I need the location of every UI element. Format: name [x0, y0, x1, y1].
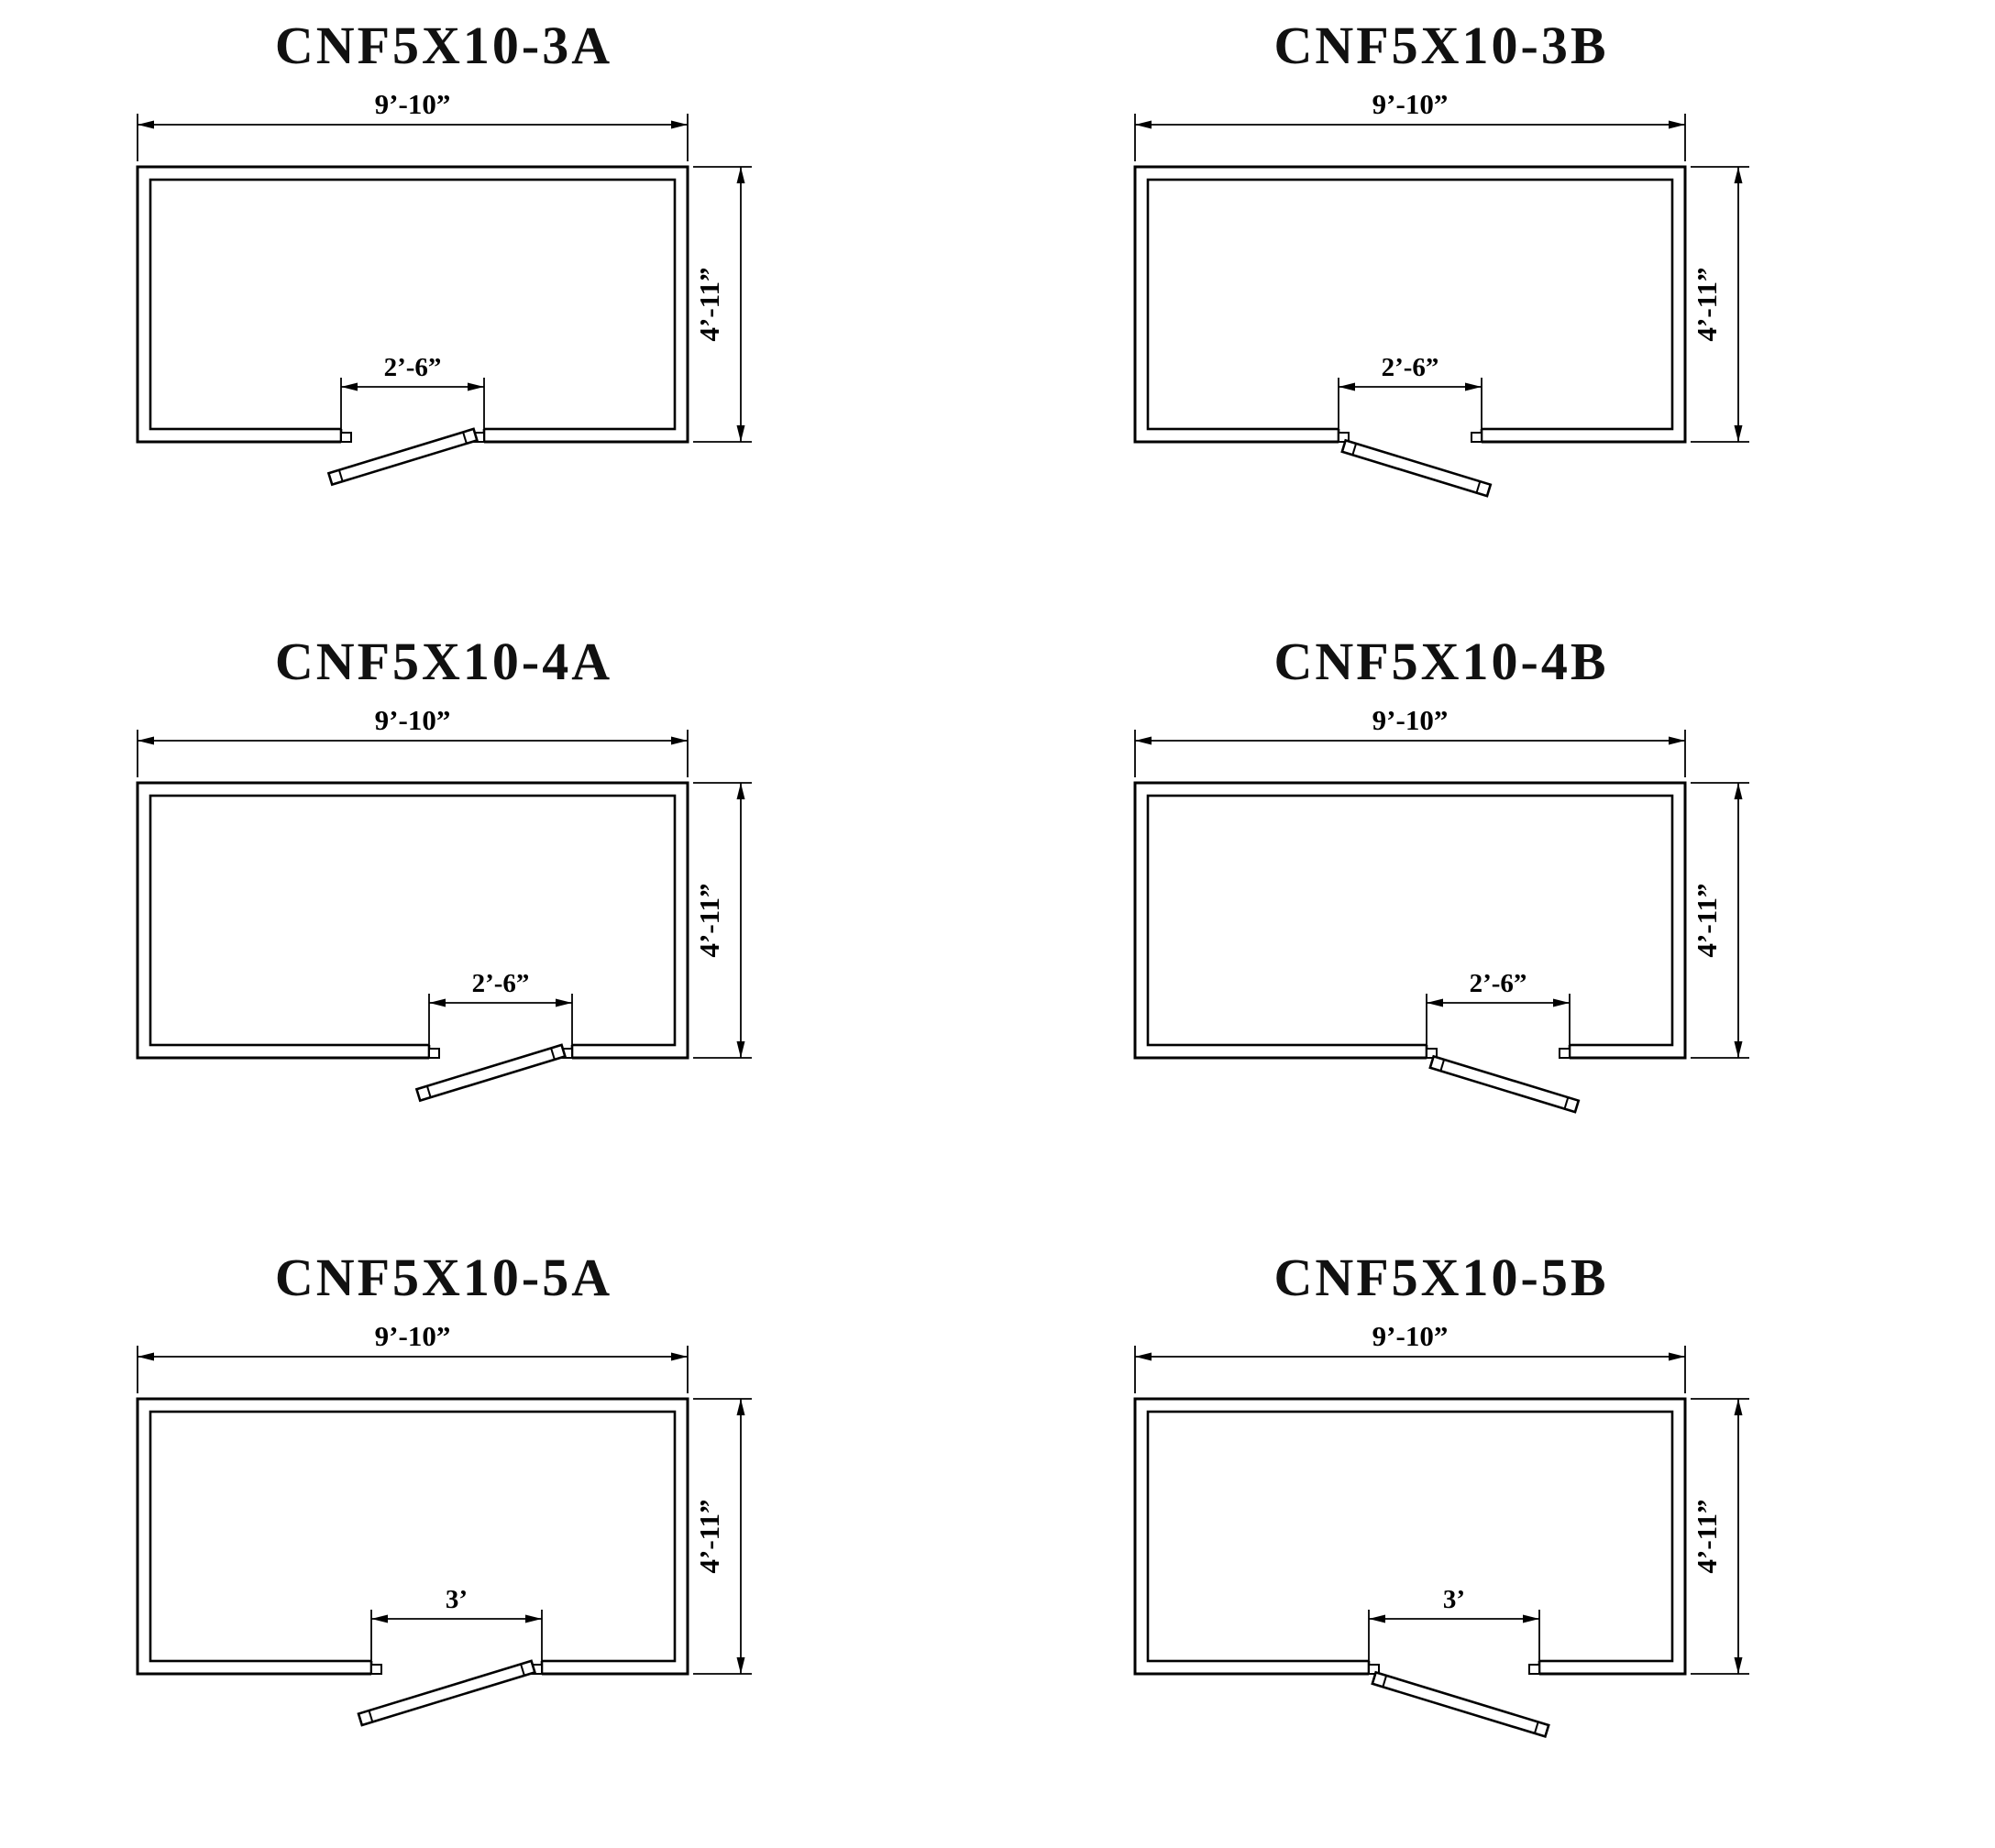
door-jamb-left: [370, 1664, 382, 1675]
door-jamb-left: [340, 432, 352, 443]
door-dimension-label: 3’: [1443, 1585, 1465, 1614]
room-wall-outer: [1133, 1397, 1687, 1676]
door-leaf: [1371, 1670, 1550, 1739]
width-dimension-label: 9’-10”: [1372, 1320, 1449, 1352]
plan-title: CNF5X10-3A: [274, 16, 613, 75]
height-dimension-label: 4’-11”: [1691, 268, 1723, 342]
room-wall-outer: [1133, 165, 1687, 444]
plan-title: CNF5X10-5A: [274, 1248, 613, 1307]
door-jamb-left: [428, 1048, 440, 1059]
floor-plan-drawing: 9’-10” 4’-11” 3’: [1133, 1320, 1749, 1739]
height-dimension-label: 4’-11”: [693, 884, 725, 958]
width-dimension-label: 9’-10”: [375, 88, 451, 120]
width-dimension-label: 9’-10”: [375, 1320, 451, 1352]
room-wall-inner: [1146, 794, 1674, 1047]
room-wall-inner: [149, 794, 677, 1047]
height-dimension-label: 4’-11”: [1691, 1500, 1723, 1574]
door-leaf: [1428, 1054, 1581, 1114]
width-dimension-label: 9’-10”: [1372, 88, 1449, 120]
floor-plan-drawing: 9’-10” 4’-11” 2’-6”: [1133, 704, 1749, 1114]
height-dimension-label: 4’-11”: [1691, 884, 1723, 958]
floor-plan-drawing: 9’-10” 4’-11” 2’-6”: [136, 704, 752, 1103]
plan-drawing: 9’-10” 4’-11” 3’: [136, 1320, 752, 1727]
room-wall-inner: [149, 178, 677, 431]
door-dimension-label: 2’-6”: [384, 353, 442, 382]
door-opening: [1427, 1042, 1570, 1061]
room-wall-outer: [1133, 781, 1687, 1060]
plan-title: CNF5X10-4A: [274, 632, 613, 691]
door-leaf: [326, 427, 479, 487]
plan-drawing: 9’-10” 4’-11” 2’-6”: [1133, 88, 1749, 498]
room-wall-outer: [136, 781, 689, 1060]
height-dimension-label: 4’-11”: [693, 268, 725, 342]
plan-title: CNF5X10-5B: [1273, 1248, 1609, 1307]
plan-cell-4a: CNF5X10-4A 9’-10” 4’-11” 2’-6”: [0, 616, 998, 1232]
door-dimension-label: 3’: [446, 1585, 468, 1614]
room-wall-outer: [136, 1397, 689, 1676]
width-dimension-label: 9’-10”: [375, 704, 451, 736]
plan-cell-3b: CNF5X10-3B 9’-10” 4’-11” 2’-6”: [998, 0, 1995, 616]
plan-cell-4b: CNF5X10-4B 9’-10” 4’-11” 2’-6”: [998, 616, 1995, 1232]
door-opening: [1369, 1658, 1539, 1677]
plan-drawing: 9’-10” 4’-11” 2’-6”: [136, 704, 752, 1103]
door-dimension-label: 2’-6”: [1382, 353, 1439, 382]
plan-title: CNF5X10-4B: [1273, 632, 1609, 691]
door-opening: [1339, 426, 1482, 445]
floor-plan-drawing: 9’-10” 4’-11” 2’-6”: [136, 88, 752, 487]
floor-plan-drawing: 9’-10” 4’-11” 2’-6”: [1133, 88, 1749, 498]
door-leaf: [414, 1043, 567, 1103]
door-dimension-label: 2’-6”: [1470, 969, 1527, 998]
plan-cell-5a: CNF5X10-5A 9’-10” 4’-11” 3’: [0, 1232, 998, 1848]
plan-drawing: 9’-10” 4’-11” 3’: [1133, 1320, 1749, 1739]
room-wall-inner: [1146, 1410, 1674, 1663]
door-leaf: [1340, 438, 1493, 498]
plan-title: CNF5X10-3B: [1273, 16, 1609, 75]
plan-drawing: 9’-10” 4’-11” 2’-6”: [136, 88, 752, 487]
door-jamb-right: [1559, 1048, 1571, 1059]
floor-plan-drawing: 9’-10” 4’-11” 3’: [136, 1320, 752, 1727]
height-dimension-label: 4’-11”: [693, 1500, 725, 1574]
room-wall-inner: [149, 1410, 677, 1663]
width-dimension-label: 9’-10”: [1372, 704, 1449, 736]
plan-cell-3a: CNF5X10-3A 9’-10” 4’-11” 2’-6”: [0, 0, 998, 616]
door-leaf: [357, 1659, 536, 1727]
room-wall-outer: [136, 165, 689, 444]
door-dimension-label: 2’-6”: [472, 969, 530, 998]
room-wall-inner: [1146, 178, 1674, 431]
door-jamb-right: [1528, 1664, 1540, 1675]
plan-cell-5b: CNF5X10-5B 9’-10” 4’-11” 3’: [998, 1232, 1995, 1848]
plan-drawing: 9’-10” 4’-11” 2’-6”: [1133, 704, 1749, 1114]
door-jamb-right: [1471, 432, 1482, 443]
